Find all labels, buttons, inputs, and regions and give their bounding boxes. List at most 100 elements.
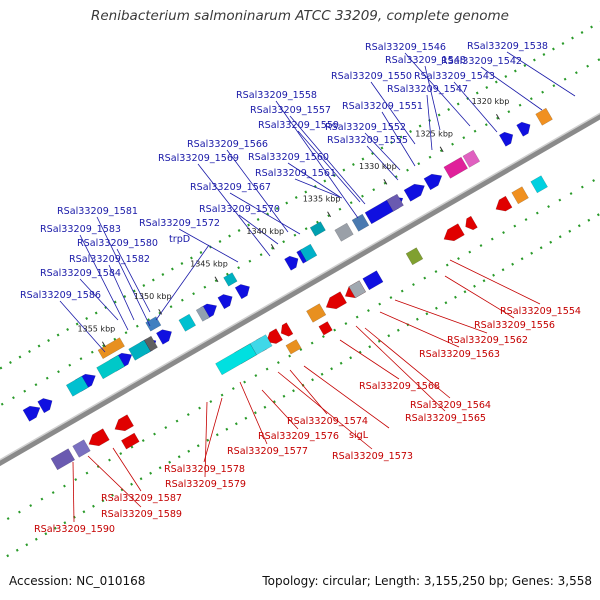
reverse-gene-21	[530, 175, 548, 194]
leader-line-top	[229, 192, 301, 235]
leader-line-bottom	[203, 397, 223, 463]
map-title: Renibacterium salmoninarum ATCC 33209, c…	[91, 8, 509, 24]
gene-label-bottom: RSal33209_1590	[34, 524, 115, 535]
scale-tick-7	[158, 308, 163, 315]
inner-gene-3	[318, 321, 333, 336]
leader-line-bottom	[444, 275, 515, 319]
topology-text: Topology: circular; Length: 3,155,250 bp…	[262, 574, 592, 588]
leader-line-top	[480, 66, 543, 111]
reverse-gene-18	[348, 280, 367, 299]
leader-line-top	[197, 163, 271, 257]
reverse-gene-6	[280, 322, 294, 337]
outer-gene-4	[309, 221, 326, 237]
scale-label-8: 1355 kbp	[78, 324, 116, 333]
leader-line-bottom	[72, 461, 75, 523]
leader-line-top	[370, 81, 416, 145]
forward-gene-28	[143, 335, 158, 352]
gene-label-bottom: RSal33209_1579	[165, 479, 246, 490]
forward-gene-13	[403, 183, 425, 202]
leader-line-top	[366, 145, 399, 181]
reverse-gene-9	[443, 223, 465, 242]
leader-line-bottom	[339, 339, 400, 380]
forward-gene-2	[37, 398, 53, 414]
gene-label-bottom: RSal33209_1565	[405, 413, 486, 424]
gene-label-bottom: RSal33209_1577	[227, 446, 308, 457]
backbone-highlight	[0, 112, 600, 461]
forward-gene-6	[155, 329, 173, 345]
gene-label-bottom: RSal33209_1568	[359, 381, 440, 392]
gene-label-layer: RSal33209_1546 RSal33209_1538RSal33209_15…	[20, 41, 581, 535]
leader-line-bottom	[261, 389, 299, 430]
gene-label-bottom: RSal33209_1574	[287, 416, 368, 427]
reverse-gene-12	[50, 448, 76, 471]
leader-line-top	[381, 111, 416, 167]
gene-label-top: RSal33209_1546	[365, 42, 446, 53]
gene-label-bottom: RSal33209_1564	[410, 400, 491, 411]
forward-gene-17	[96, 354, 126, 380]
gene-label-top: RSal33209_1550	[331, 71, 412, 82]
gene-label-bottom: RSal33209_1562	[447, 335, 528, 346]
forward-gene-27	[535, 107, 553, 126]
reverse-gene-14	[215, 343, 257, 376]
scale-tick-1	[496, 113, 500, 120]
leader-line-top	[155, 244, 210, 321]
leader-line-top	[424, 65, 441, 131]
forward-gene-19	[65, 375, 89, 397]
gene-label-top: RSal33209_1538	[467, 41, 548, 52]
leader-line-bottom	[277, 371, 373, 450]
scale-label-5: 1340 kbp	[246, 227, 284, 236]
scale-label-7: 1350 kbp	[134, 292, 172, 301]
leader-line-top	[116, 248, 151, 313]
leader-line-top	[79, 234, 129, 331]
leader-line-bottom	[364, 327, 451, 399]
gene-label-top: RSal33209_1555	[327, 135, 408, 146]
gene-label-bottom: RSal33209_1587	[101, 493, 182, 504]
forward-gene-9	[234, 284, 250, 300]
leader-line-top	[426, 94, 433, 151]
leader-line-top	[506, 51, 576, 97]
gene-label-bottom: RSal33209_1556	[474, 320, 555, 331]
forward-gene-8	[217, 294, 233, 310]
leader-line-bottom	[379, 311, 460, 348]
gene-label-bottom: RSal33209_1563	[419, 349, 500, 360]
gene-label-top: trpD	[169, 234, 190, 245]
gene-label-top: RSal33209_1547	[387, 84, 468, 95]
leader-line-top	[96, 216, 151, 327]
gene-label-bottom: sigL	[349, 430, 369, 441]
gene-label-bottom: RSal33209_1578	[164, 464, 245, 475]
scale-label-1: 1320 kbp	[472, 97, 510, 106]
reverse-gene-11	[495, 195, 513, 212]
gene-label-top: RSal33209_1560	[248, 152, 329, 163]
outer-gene-1	[97, 337, 125, 360]
scale-tick-6	[214, 276, 219, 283]
reverse-gene-19	[405, 247, 424, 266]
gene-label-top: RSal33209_1559	[258, 120, 339, 131]
gene-label-top: RSal33209_1582	[69, 254, 150, 265]
reverse-gene-17	[362, 270, 384, 291]
leader-line-bottom	[87, 455, 142, 508]
leader-line-top	[287, 162, 341, 198]
leader-line-top	[108, 264, 135, 321]
forward-gene-29	[195, 305, 210, 322]
gene-label-bottom: RSal33209_1573	[332, 451, 413, 462]
gene-label-bottom: RSal33209_1589	[101, 509, 182, 520]
scale-tick-3	[383, 178, 388, 185]
scale-label-3: 1330 kbp	[359, 162, 397, 171]
gene-label-top: RSal33209_1567	[190, 182, 271, 193]
gene-label-top: RSal33209_1581	[57, 206, 138, 217]
leader-line-bottom	[239, 381, 268, 445]
gene-label-top: RSal33209_1569	[158, 153, 239, 164]
track-layer	[0, 20, 600, 562]
outer-gene-3	[223, 272, 238, 287]
gene-label-top: RSal33209_1542	[441, 56, 522, 67]
gene-label-top: RSal33209_1566	[187, 139, 268, 150]
leader-line-top	[294, 178, 343, 199]
scale-tick-8	[101, 341, 106, 348]
leader-line-top	[275, 100, 359, 219]
genome-backbone	[0, 113, 600, 467]
gene-label-top: RSal33209_1557	[250, 105, 331, 116]
leader-line-bottom	[355, 325, 446, 412]
reverse-gene-15	[249, 334, 273, 356]
gene-label-bottom: RSal33209_1576	[258, 431, 339, 442]
